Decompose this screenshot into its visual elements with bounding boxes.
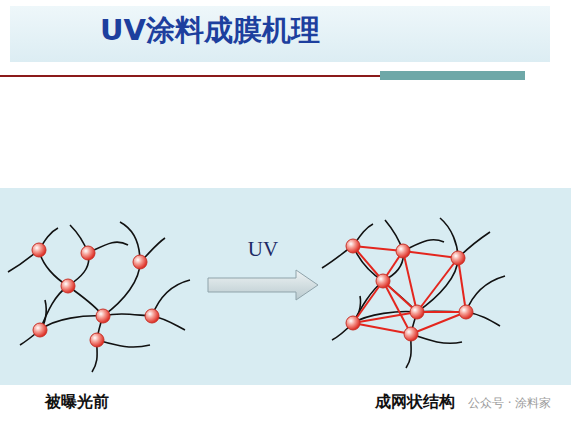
illustration-panel: 成网状结构 xyxy=(318,200,518,415)
chains-after xyxy=(322,218,505,368)
rule-bar xyxy=(380,71,525,80)
panel-ground xyxy=(0,188,571,385)
arrow-label: UV xyxy=(248,237,278,262)
process-arrow xyxy=(208,270,318,300)
panel-caption: 成网状结构 xyxy=(375,392,455,413)
chains-before xyxy=(8,222,190,372)
panel-caption: 被曝光前 xyxy=(45,392,109,413)
illustration-panel: 被曝光前 xyxy=(0,200,200,415)
crosslinks xyxy=(353,246,466,334)
title: UV涂料成膜机理 xyxy=(100,11,320,51)
watermark: 公众号 · 涂料家 xyxy=(468,395,551,412)
